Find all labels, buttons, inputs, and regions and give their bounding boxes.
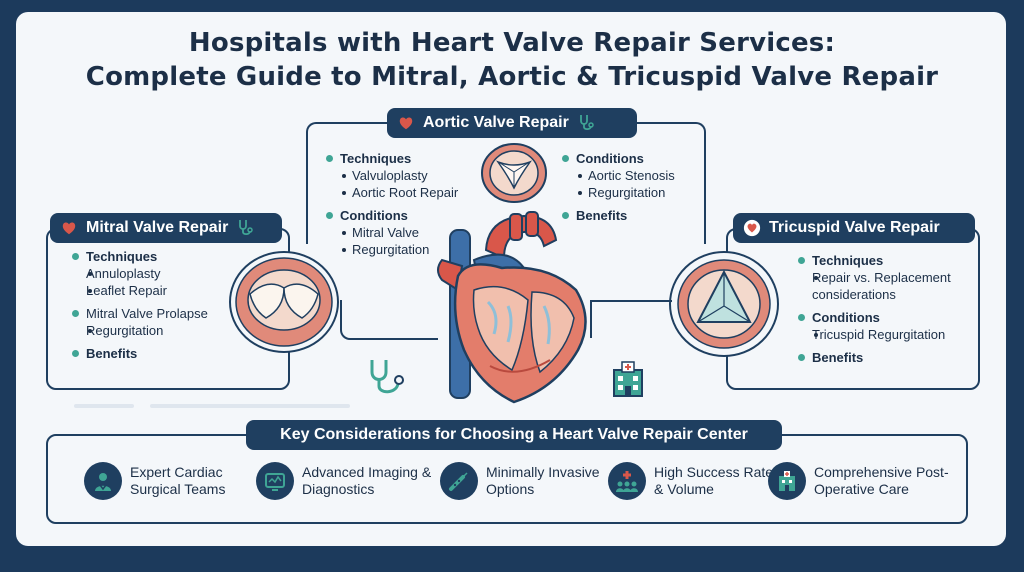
stethoscope-icon xyxy=(579,115,594,131)
list-item: Annuloplasty xyxy=(72,265,232,282)
key-considerations-title: Key Considerations for Choosing a Heart … xyxy=(246,420,782,450)
list-item: Aortic Root Repair xyxy=(326,184,486,201)
tricuspid-conditions-heading: Conditions xyxy=(798,309,968,326)
list-item: Aortic Stenosis xyxy=(562,167,702,184)
mitral-list: Techniques Annuloplasty Leaflet Repair M… xyxy=(72,248,232,362)
heart-icon xyxy=(743,219,761,237)
mitral-benefits-heading: Benefits xyxy=(72,345,232,362)
consideration-item: Expert Cardiac Surgical Teams xyxy=(84,462,260,500)
aortic-techniques-heading: Techniques xyxy=(326,150,486,167)
surgeon-icon xyxy=(84,462,122,500)
tricuspid-list: Techniques Repair vs. Replacement consid… xyxy=(798,252,968,366)
mitral-valve-repair-header: Mitral Valve Repair xyxy=(50,213,282,243)
mitral-valve-illustration xyxy=(229,251,339,353)
page-title-line-2: Complete Guide to Mitral, Aortic & Tricu… xyxy=(85,62,939,92)
list-item: Regurgitation xyxy=(326,241,486,258)
aortic-valve-repair-title: Aortic Valve Repair xyxy=(423,114,569,131)
list-item: Regurgitation xyxy=(72,322,232,339)
list-item: Leaflet Repair xyxy=(72,282,232,299)
mitral-valve-repair-title: Mitral Valve Repair xyxy=(86,219,229,236)
list-item: Valvuloplasty xyxy=(326,167,486,184)
connector-line xyxy=(592,300,672,340)
tricuspid-valve-repair-title: Tricuspid Valve Repair xyxy=(769,219,940,236)
list-item: Mitral Valve Prolapse xyxy=(72,305,232,322)
hospital-building-icon xyxy=(768,462,806,500)
aortic-right-list: Conditions Aortic Stenosis Regurgitation… xyxy=(562,150,702,224)
connector-line xyxy=(590,300,594,338)
hospital-icon xyxy=(613,361,643,397)
consideration-label: Minimally Invasive Options xyxy=(486,464,600,497)
consideration-label: Comprehensive Post-Operative Care xyxy=(814,464,949,497)
stethoscope-icon xyxy=(239,220,254,236)
imaging-icon xyxy=(256,462,294,500)
team-cross-icon xyxy=(608,462,646,500)
decorative-line xyxy=(74,404,134,408)
tricuspid-techniques-heading: Techniques xyxy=(798,252,968,269)
page-title-line-1: Hospitals with Heart Valve Repair Servic… xyxy=(188,28,836,58)
aortic-valve-repair-header: Aortic Valve Repair xyxy=(387,108,637,138)
consideration-item: Advanced Imaging & Diagnostics xyxy=(256,462,432,500)
aortic-conditions-heading: Conditions xyxy=(326,207,486,224)
tricuspid-valve-repair-header: Tricuspid Valve Repair xyxy=(733,213,975,243)
consideration-label: Expert Cardiac Surgical Teams xyxy=(130,464,226,497)
aortic-conditions-right-heading: Conditions xyxy=(562,150,702,167)
decorative-line xyxy=(150,404,350,408)
consideration-item: High Success Rates & Volume xyxy=(608,462,784,500)
consideration-label: Advanced Imaging & Diagnostics xyxy=(302,464,432,497)
consideration-item: Minimally Invasive Options xyxy=(440,462,616,500)
stethoscope-icon xyxy=(370,360,404,394)
tricuspid-valve-illustration xyxy=(669,251,779,357)
list-item: Regurgitation xyxy=(562,184,702,201)
aortic-benefits-heading: Benefits xyxy=(562,207,702,224)
aortic-valve-illustration xyxy=(481,143,547,203)
list-item: Tricuspid Regurgitation xyxy=(798,326,968,343)
heart-anatomy-illustration xyxy=(437,211,587,404)
list-item: Repair vs. Replacement considerations xyxy=(798,269,968,303)
catheter-icon xyxy=(440,462,478,500)
aortic-left-list: Techniques Valvuloplasty Aortic Root Rep… xyxy=(326,150,486,258)
tricuspid-benefits-heading: Benefits xyxy=(798,349,968,366)
list-item: Mitral Valve xyxy=(326,224,486,241)
heart-icon xyxy=(399,117,413,130)
heart-icon xyxy=(62,222,76,235)
consideration-label: High Success Rates & Volume xyxy=(654,464,781,497)
mitral-techniques-heading: Techniques xyxy=(72,248,232,265)
connector-line xyxy=(340,300,438,340)
consideration-item: Comprehensive Post-Operative Care xyxy=(768,462,964,500)
